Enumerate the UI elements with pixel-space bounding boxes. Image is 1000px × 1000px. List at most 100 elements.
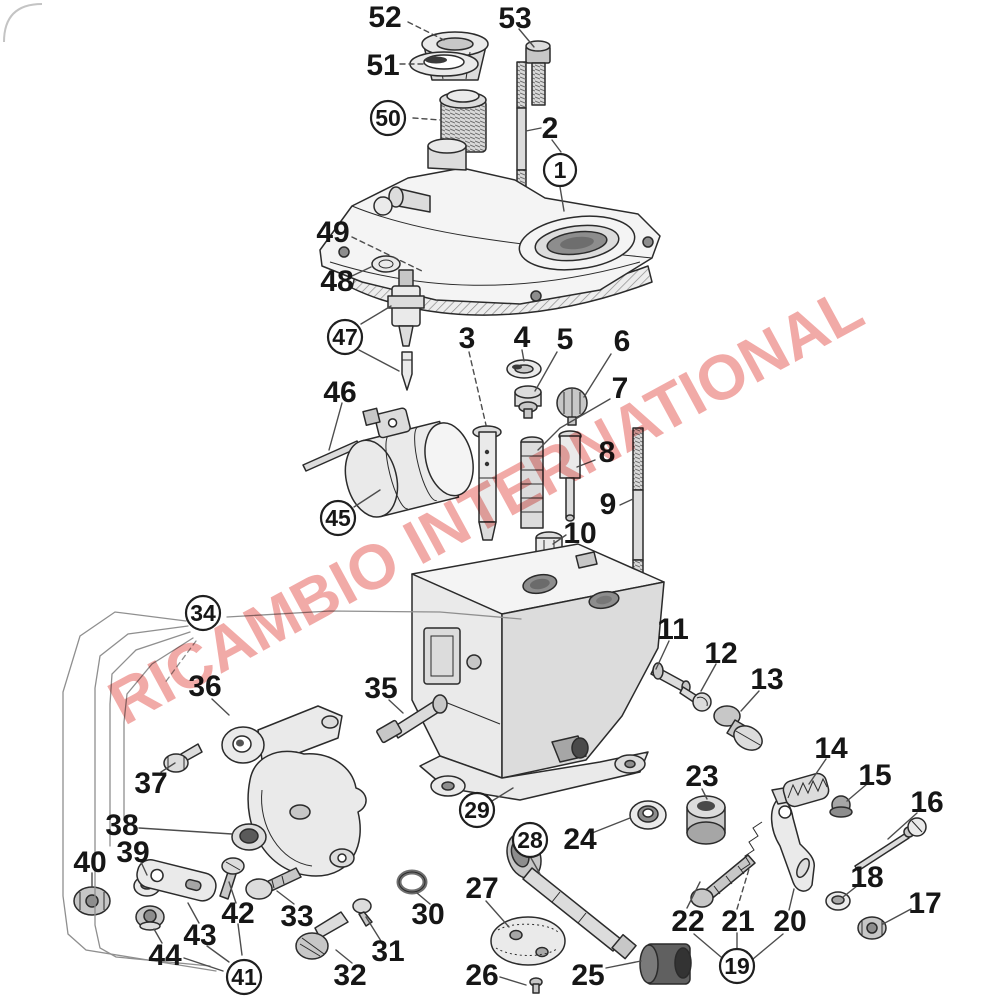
label-number-7: 7 bbox=[612, 372, 629, 405]
label-number-4: 4 bbox=[514, 321, 531, 354]
label-number-10: 10 bbox=[563, 517, 596, 550]
leader-line bbox=[416, 892, 431, 905]
part-label-14: 14 bbox=[814, 732, 848, 765]
part-40-nut-illustration bbox=[73, 886, 111, 916]
label-number-9: 9 bbox=[600, 488, 617, 521]
part-label-32: 32 bbox=[333, 959, 366, 992]
part-8-jet-illustration bbox=[558, 430, 582, 522]
part-label-43: 43 bbox=[183, 919, 216, 952]
part-label-33: 33 bbox=[280, 900, 313, 933]
part-label-28: 28 bbox=[511, 821, 549, 859]
part-22-bolt-illustration bbox=[690, 854, 756, 908]
part-26-screw-illustration bbox=[529, 977, 543, 994]
leader-line bbox=[328, 402, 343, 451]
photo-corner bbox=[3, 3, 43, 43]
leader-line bbox=[140, 861, 148, 876]
leader-line bbox=[353, 489, 381, 508]
label-number-19: 19 bbox=[724, 953, 750, 979]
leader-line bbox=[206, 945, 230, 963]
part-42-bolt-illustration bbox=[219, 857, 245, 900]
label-number-27: 27 bbox=[465, 872, 498, 905]
part-36-bracket-illustration bbox=[221, 705, 367, 877]
label-number-15: 15 bbox=[858, 759, 891, 792]
leader-line bbox=[619, 498, 634, 506]
label-number-31: 31 bbox=[371, 935, 404, 968]
part-label-25: 25 bbox=[571, 959, 604, 992]
label-circle-28 bbox=[511, 821, 549, 859]
leader-line bbox=[407, 21, 445, 41]
label-number-44: 44 bbox=[148, 939, 182, 972]
part-label-20: 20 bbox=[773, 905, 806, 938]
part-30-ring-illustration bbox=[396, 869, 428, 895]
label-number-3: 3 bbox=[459, 322, 476, 355]
leader-line bbox=[537, 398, 611, 451]
part-label-18: 18 bbox=[850, 861, 883, 894]
part-label-41: 41 bbox=[225, 958, 263, 996]
part-label-17: 17 bbox=[908, 887, 941, 920]
leader-line bbox=[882, 908, 912, 925]
leader-line bbox=[788, 888, 795, 911]
part-44-nut-illustration bbox=[135, 905, 165, 931]
part-label-11: 11 bbox=[657, 613, 689, 646]
label-number-6: 6 bbox=[614, 325, 631, 358]
part-label-44: 44 bbox=[148, 939, 182, 972]
label-number-48: 48 bbox=[320, 265, 353, 298]
leader-line bbox=[576, 459, 596, 468]
label-number-22: 22 bbox=[671, 905, 704, 938]
leader-line bbox=[591, 817, 631, 834]
part-label-9: 9 bbox=[600, 488, 617, 521]
label-number-34: 34 bbox=[190, 600, 216, 626]
part-label-27: 27 bbox=[465, 872, 498, 905]
label-circle-45 bbox=[319, 499, 357, 537]
part-16-needle-illustration bbox=[854, 817, 927, 872]
part-label-49: 49 bbox=[316, 216, 349, 249]
label-circle-19 bbox=[718, 947, 756, 985]
fan-leader-line bbox=[62, 611, 217, 972]
leader-line bbox=[525, 127, 542, 132]
part-label-26: 26 bbox=[465, 959, 498, 992]
leader-line bbox=[211, 698, 230, 716]
part-label-47: 47 bbox=[326, 318, 364, 356]
label-number-30: 30 bbox=[411, 898, 444, 931]
part-25-piston-illustration bbox=[639, 943, 692, 985]
label-circle-50 bbox=[369, 99, 407, 137]
label-number-24: 24 bbox=[563, 823, 597, 856]
callout-leader-lines bbox=[91, 21, 918, 986]
leader-line bbox=[686, 881, 701, 909]
part-12-link-illustration bbox=[679, 686, 712, 712]
label-number-40: 40 bbox=[73, 846, 106, 879]
part-label-16: 16 bbox=[910, 786, 943, 819]
label-circle-47 bbox=[326, 318, 364, 356]
part-label-39: 39 bbox=[116, 836, 149, 869]
label-number-37: 37 bbox=[134, 767, 167, 800]
part-label-34: 34 bbox=[184, 594, 222, 632]
fan-leader-line bbox=[123, 637, 194, 821]
part-label-5: 5 bbox=[557, 323, 574, 356]
leader-line bbox=[187, 902, 200, 924]
part-label-12: 12 bbox=[704, 637, 737, 670]
part-label-10: 10 bbox=[563, 517, 596, 550]
part-29-main-body-illustration bbox=[411, 543, 665, 801]
fan-leader-line bbox=[226, 610, 522, 620]
part-label-52: 52 bbox=[368, 1, 401, 34]
leader-line bbox=[153, 928, 163, 944]
callout-fan-lines bbox=[62, 610, 522, 972]
label-number-36: 36 bbox=[188, 670, 221, 703]
leader-line bbox=[846, 783, 868, 802]
part-label-29: 29 bbox=[458, 791, 496, 829]
leader-line bbox=[551, 139, 562, 153]
label-number-43: 43 bbox=[183, 919, 216, 952]
leader-line bbox=[138, 827, 233, 835]
leader-line bbox=[388, 699, 404, 714]
label-number-45: 45 bbox=[325, 505, 351, 531]
leader-line bbox=[335, 949, 353, 964]
part-label-50: 50 bbox=[369, 99, 407, 137]
leader-line bbox=[752, 933, 784, 960]
leader-line bbox=[485, 900, 510, 928]
leader-line bbox=[808, 758, 827, 785]
part-23-bushing-illustration bbox=[686, 795, 726, 845]
part-13-plug-illustration bbox=[713, 705, 763, 751]
part-48-gasket-illustration bbox=[371, 255, 401, 273]
